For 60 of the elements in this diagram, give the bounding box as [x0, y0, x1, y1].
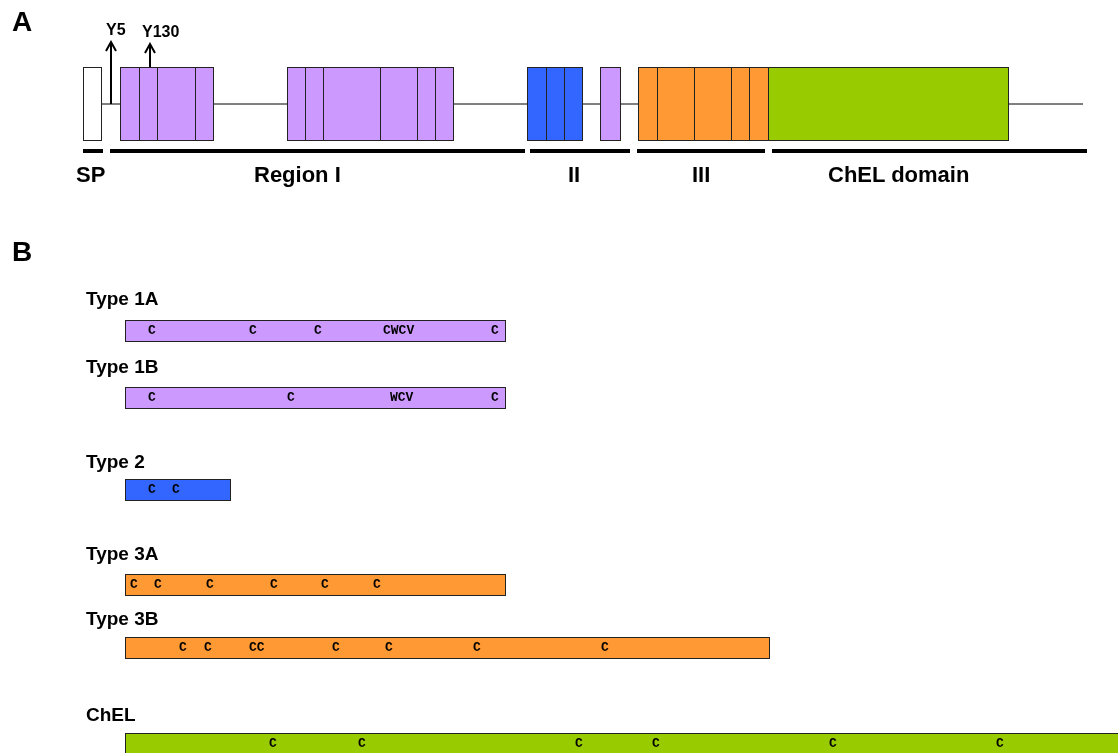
- residue-label: C: [314, 324, 322, 337]
- arrow: [105, 41, 117, 105]
- residue-label: C: [249, 324, 257, 337]
- residue-label: C: [154, 578, 162, 591]
- backbone-line: [100, 103, 121, 105]
- residue-label: Y5: [106, 22, 126, 38]
- residue-label: C: [601, 641, 609, 654]
- residue-label: C: [287, 391, 295, 404]
- residue-label: C: [204, 641, 212, 654]
- residue-label: C: [332, 641, 340, 654]
- panel-letter: A: [12, 8, 33, 36]
- region-label: III: [692, 164, 711, 186]
- residue-label: C: [473, 641, 481, 654]
- arrow: [144, 43, 156, 68]
- domain-title: Type 2: [86, 452, 145, 471]
- residue-label: C: [829, 737, 837, 750]
- residue-label: C: [491, 324, 499, 337]
- exon-block: [287, 67, 454, 141]
- residue-label: C: [130, 578, 138, 591]
- backbone-line: [212, 103, 288, 105]
- residue-label: C: [270, 578, 278, 591]
- residue-label: C: [148, 391, 156, 404]
- residue-label: CC: [249, 641, 265, 654]
- exon-block: [768, 67, 1009, 141]
- backbone-line: [452, 103, 528, 105]
- exon-block: [120, 67, 214, 141]
- residue-label: C: [321, 578, 329, 591]
- residue-label: C: [172, 483, 180, 496]
- exon-block: [638, 67, 769, 141]
- residue-label: C: [491, 391, 499, 404]
- residue-label: CWCV: [383, 324, 415, 337]
- exon-block: [527, 67, 583, 141]
- backbone-line: [581, 103, 601, 105]
- residue-label: C: [358, 737, 366, 750]
- residue-label: C: [652, 737, 660, 750]
- backbone-line: [1007, 103, 1084, 105]
- domain-title: ChEL: [86, 705, 136, 724]
- exon-block: [600, 67, 621, 141]
- residue-label: WCV: [390, 391, 414, 404]
- residue-label: C: [206, 578, 214, 591]
- exon-block: [83, 67, 102, 141]
- residue-label: C: [575, 737, 583, 750]
- panel-letter: B: [12, 238, 33, 266]
- residue-label: Y130: [142, 24, 180, 40]
- residue-label: C: [996, 737, 1004, 750]
- domain-title: Type 3B: [86, 609, 159, 628]
- region-label: SP: [76, 164, 106, 186]
- domain-title: Type 1A: [86, 289, 159, 308]
- backbone-line: [619, 103, 639, 105]
- domain-title: Type 1B: [86, 357, 159, 376]
- residue-label: C: [148, 324, 156, 337]
- residue-label: C: [148, 483, 156, 496]
- region-label: II: [568, 164, 581, 186]
- domain-title: Type 3A: [86, 544, 159, 563]
- residue-label: C: [179, 641, 187, 654]
- residue-label: C: [269, 737, 277, 750]
- residue-label: C: [385, 641, 393, 654]
- residue-label: C: [373, 578, 381, 591]
- region-label: ChEL domain: [828, 164, 970, 186]
- region-label: Region I: [254, 164, 341, 186]
